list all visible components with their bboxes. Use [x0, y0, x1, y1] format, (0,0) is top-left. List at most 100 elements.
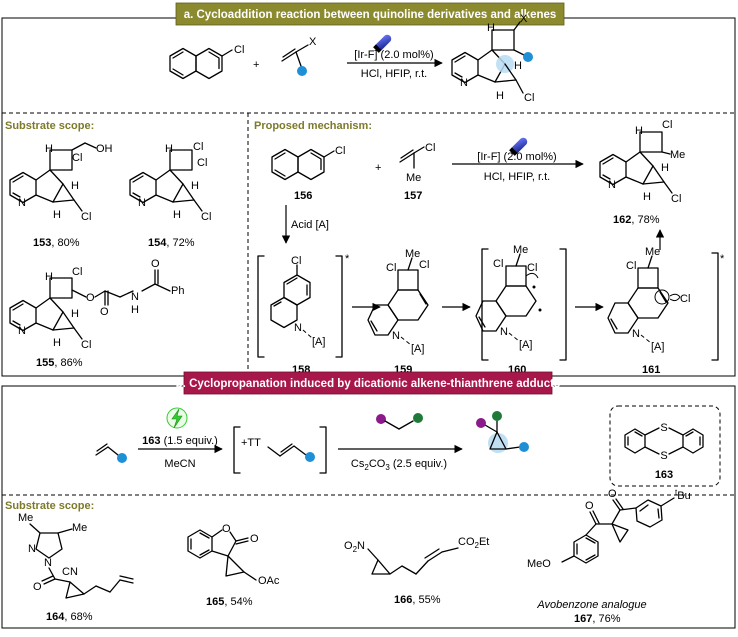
label-me: Me	[405, 248, 420, 260]
label-cl: Cl	[671, 193, 681, 205]
label-h: H	[53, 209, 61, 221]
label-h: H	[661, 162, 669, 174]
reactant-terminal-alkene	[95, 443, 127, 463]
label-n: N	[138, 197, 146, 209]
label-n: N	[608, 179, 616, 191]
label-star: *	[720, 253, 725, 265]
label-o2n: O	[344, 540, 353, 552]
acid-label: Acid [A]	[291, 219, 329, 231]
reactant-6-chloroquinoline: Cl	[169, 44, 244, 80]
substrate-scope-b-heading: Substrate scope:	[5, 500, 94, 512]
label-acid-tag: [A]	[312, 336, 325, 348]
compound-label-155: 155	[36, 357, 54, 369]
svg-text:O2N: O2N	[344, 540, 365, 554]
label-h: H	[131, 304, 139, 316]
label-co2et-sub: 2	[475, 541, 480, 550]
label-cl: Cl	[626, 260, 636, 272]
compound-label-167: 167	[574, 613, 592, 625]
section-b-title-bg	[183, 371, 553, 395]
base-rest: CO	[369, 458, 386, 470]
label-o2n-sub: 2	[353, 545, 358, 554]
base-amount: (2.5 equiv.)	[390, 458, 447, 470]
label-o: O	[585, 500, 594, 512]
label-n: N	[294, 322, 302, 334]
label-h: H	[496, 90, 504, 102]
label-cl: Cl	[335, 145, 345, 157]
label-h: H	[173, 209, 181, 221]
label-n: N	[18, 197, 26, 209]
substituent-dot-blue	[305, 452, 315, 462]
compound-164: Me N N Me O CN	[18, 512, 134, 599]
svg-text:tBu: tBu	[675, 488, 691, 502]
reagent-purple-green	[376, 413, 423, 430]
solvent-label: MeCN	[164, 458, 195, 470]
label-tbu: Bu	[677, 490, 690, 502]
compound-label-163: 163	[655, 469, 673, 481]
label-n: N	[131, 291, 139, 303]
reagent-amount: (1.5 equiv.)	[161, 435, 218, 447]
compound-162: N H Cl Me H H Cl	[599, 119, 685, 205]
base-sub2: 3	[385, 463, 390, 472]
svg-text:164, 68%: 164, 68%	[46, 611, 93, 623]
reactant-alkene: X	[281, 36, 317, 76]
label-cl: Cl	[193, 141, 203, 153]
plus-sign: +	[375, 162, 381, 174]
yield-153: , 80%	[51, 237, 79, 249]
conditions-label: HCl, HFIP, r.t.	[484, 171, 550, 183]
compound-166: O2N CO2Et	[344, 536, 489, 575]
blue-lamp-icon	[509, 137, 528, 156]
label-h: H	[191, 180, 199, 192]
label-cl: Cl	[662, 119, 672, 131]
label-h: H	[165, 143, 173, 155]
label-n: N	[18, 325, 26, 337]
label-me: Me	[18, 512, 33, 524]
compound-label-166: 166	[394, 594, 412, 606]
substituent-dot-green	[413, 413, 423, 423]
compound-157: Cl Me	[399, 142, 435, 184]
label-co2et: CO	[458, 536, 475, 548]
label-n: N	[44, 557, 52, 569]
compound-154: N H Cl Cl H H Cl	[129, 141, 211, 223]
compound-label-165: 165	[206, 596, 224, 608]
section-b-frame	[1, 385, 736, 629]
label-oac: OAc	[258, 575, 280, 587]
label-acid-tag: [A]	[519, 339, 532, 351]
label-cl: Cl	[386, 262, 396, 274]
svg-text:154, 72%: 154, 72%	[148, 237, 195, 249]
label-x: X	[309, 36, 317, 48]
compound-161: * Cl Me Cl N [A]	[607, 246, 725, 361]
label-h: H	[487, 22, 495, 34]
reagent-163-label: 163	[142, 435, 160, 447]
label-o: O	[250, 533, 259, 545]
label-cl: Cl	[419, 259, 429, 271]
label-o: O	[222, 523, 231, 535]
label-cn: CN	[62, 566, 78, 578]
label-cl: Cl	[524, 92, 534, 104]
label-cl: Cl	[291, 255, 301, 267]
label-n: N	[500, 326, 508, 338]
compound-label-164: 164	[46, 611, 65, 623]
catalyst-label: [Ir-F] (2.0 mol%)	[354, 49, 433, 61]
section-b-title: b. Cyclopropanation induced by dicationi…	[176, 378, 561, 390]
substituent-dot-blue	[297, 66, 307, 76]
label-me: Me	[645, 246, 660, 258]
svg-text:167, 76%: 167, 76%	[574, 613, 621, 625]
label-cl: Cl	[425, 142, 435, 154]
compound-153: N H Cl OH H H Cl	[9, 142, 113, 223]
svg-text:165, 54%: 165, 54%	[206, 596, 253, 608]
label-acid-tag: [A]	[411, 343, 424, 355]
svg-text:153, 80%: 153, 80%	[33, 237, 80, 249]
label-h: H	[643, 191, 651, 203]
label-cl: Cl	[201, 211, 211, 223]
label-cl: Cl	[197, 157, 207, 169]
svg-text:CO2Et: CO2Et	[458, 536, 489, 550]
label-cl: Cl	[527, 262, 537, 274]
yield-154: , 72%	[166, 237, 194, 249]
yield-162: , 78%	[631, 214, 659, 226]
plus-sign: +	[253, 59, 259, 71]
label-cl: Cl	[680, 293, 690, 305]
label-x: X	[520, 13, 528, 25]
base-label: Cs	[351, 458, 365, 470]
avobenzone-label: Avobenzone analogue	[536, 599, 646, 611]
